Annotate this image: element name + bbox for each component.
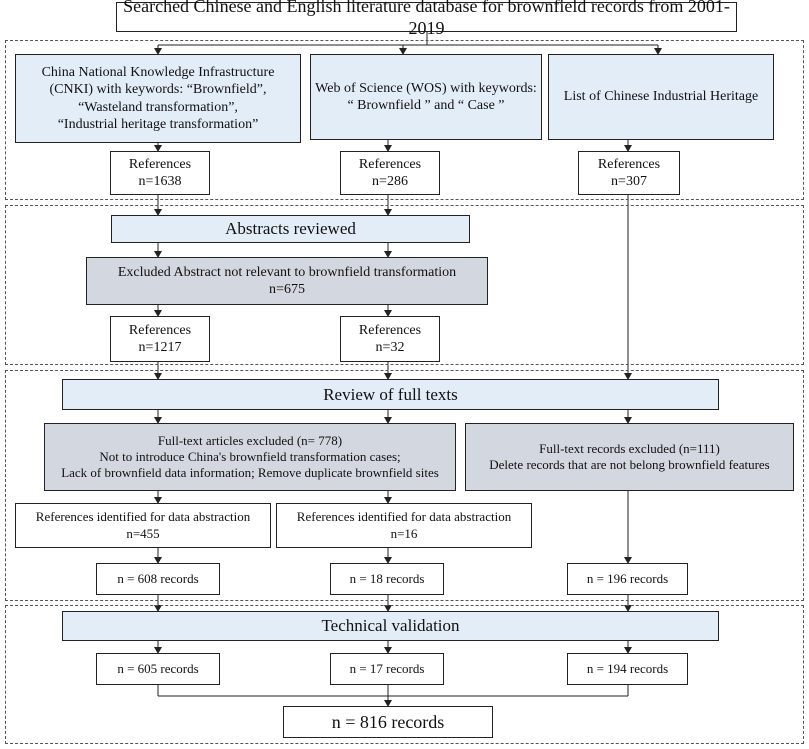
final-records-label: n = 816 records (331, 711, 445, 732)
fulltext-review-label: Review of full texts (323, 384, 458, 404)
excluded-abstract-box: Excluded Abstract not relevant to brownf… (86, 257, 488, 305)
abstracts-reviewed-label: Abstracts reviewed (225, 219, 356, 239)
references-wos-abstract-count: n=32 (375, 340, 405, 355)
fulltext-excluded-articles-line-1: Full-text articles excluded (n= 778) (157, 432, 343, 448)
references-wos-box: References n=286 (340, 151, 440, 195)
source-cnki-line-1: China National Knowledge Infrastructure (41, 64, 275, 80)
identified-cnki-label: References identified for data abstracti… (35, 509, 251, 525)
fulltext-excluded-records-line-2: Delete records that are not belong brown… (489, 457, 770, 472)
references-heritage-label: References (597, 156, 661, 172)
abstracts-reviewed-box: Abstracts reviewed (111, 215, 470, 243)
references-cnki-count: n=1638 (138, 174, 182, 189)
source-cnki-line-3: “Wasteland transformation”, (78, 99, 238, 115)
validated-records-heritage-box: n = 194 records (567, 653, 688, 685)
source-cnki-line-4: “Industrial heritage transformation” (57, 117, 259, 132)
records-heritage-label: n = 196 records (586, 570, 669, 586)
references-cnki-abstract-box: References n=1217 (110, 316, 210, 362)
validated-records-cnki-box: n = 605 records (96, 653, 220, 685)
source-cnki-line-2: (CNKI) with keywords: “Brownfield”, (49, 82, 267, 97)
identified-cnki-count: n=455 (126, 525, 160, 541)
fulltext-excluded-records-box: Full-text records excluded (n=111) Delet… (465, 423, 794, 491)
validated-records-wos-box: n = 17 records (330, 653, 444, 685)
references-heritage-count: n=307 (611, 174, 647, 189)
records-heritage-box: n = 196 records (567, 563, 688, 595)
references-cnki-abstract-label: References (128, 322, 192, 338)
references-cnki-label: References (128, 156, 192, 172)
section-abstracts (5, 205, 804, 365)
excluded-abstract-count: n=675 (269, 282, 305, 297)
section-search (5, 40, 804, 200)
title-text: Searched Chinese and English literature … (123, 0, 730, 38)
source-heritage-box: List of Chinese Industrial Heritage (548, 54, 774, 140)
identified-wos-label: References identified for data abstracti… (296, 509, 512, 525)
references-cnki-box: References n=1638 (110, 151, 210, 195)
source-heritage-line-1: List of Chinese Industrial Heritage (563, 89, 759, 105)
source-cnki-box: China National Knowledge Infrastructure … (15, 54, 301, 143)
technical-validation-box: Technical validation (62, 611, 719, 641)
records-cnki-label: n = 608 records (117, 570, 199, 586)
identified-wos-box: References identified for data abstracti… (276, 503, 532, 548)
records-cnki-box: n = 608 records (96, 563, 220, 595)
references-wos-count: n=286 (372, 174, 408, 189)
records-wos-label: n = 18 records (349, 570, 425, 586)
title-box: Searched Chinese and English literature … (116, 0, 737, 38)
references-wos-abstract-box: References n=32 (340, 316, 440, 362)
validated-records-wos-label: n = 17 records (349, 660, 425, 676)
final-records-box: n = 816 records (283, 706, 493, 738)
section-validation (5, 605, 804, 744)
identified-wos-count: n=16 (390, 525, 418, 541)
references-cnki-abstract-count: n=1217 (138, 340, 182, 355)
fulltext-excluded-records-line-1: Full-text records excluded (n=111) (539, 440, 720, 456)
source-wos-line-2: “ Brownfield ” and “ Case ” (347, 98, 505, 113)
excluded-abstract-label: Excluded Abstract not relevant to brownf… (117, 264, 457, 280)
technical-validation-label: Technical validation (321, 616, 460, 636)
records-wos-box: n = 18 records (330, 563, 444, 595)
source-wos-line-1: Web of Science (WOS) with keywords: (315, 80, 537, 96)
validated-records-heritage-label: n = 194 records (586, 660, 669, 676)
source-wos-box: Web of Science (WOS) with keywords: “ Br… (310, 54, 542, 140)
fulltext-excluded-articles-line-3: Lack of brownfield data information; Rem… (61, 465, 439, 481)
fulltext-excluded-articles-box: Full-text articles excluded (n= 778) Not… (44, 423, 456, 491)
references-wos-abstract-label: References (358, 322, 422, 338)
section-fulltext (5, 370, 804, 601)
fulltext-review-box: Review of full texts (62, 379, 719, 410)
identified-cnki-box: References identified for data abstracti… (15, 503, 271, 548)
validated-records-cnki-label: n = 605 records (117, 660, 199, 676)
references-heritage-box: References n=307 (578, 151, 680, 195)
references-wos-label: References (358, 156, 422, 172)
fulltext-excluded-articles-line-2: Not to introduce China's brownfield tran… (99, 448, 401, 464)
